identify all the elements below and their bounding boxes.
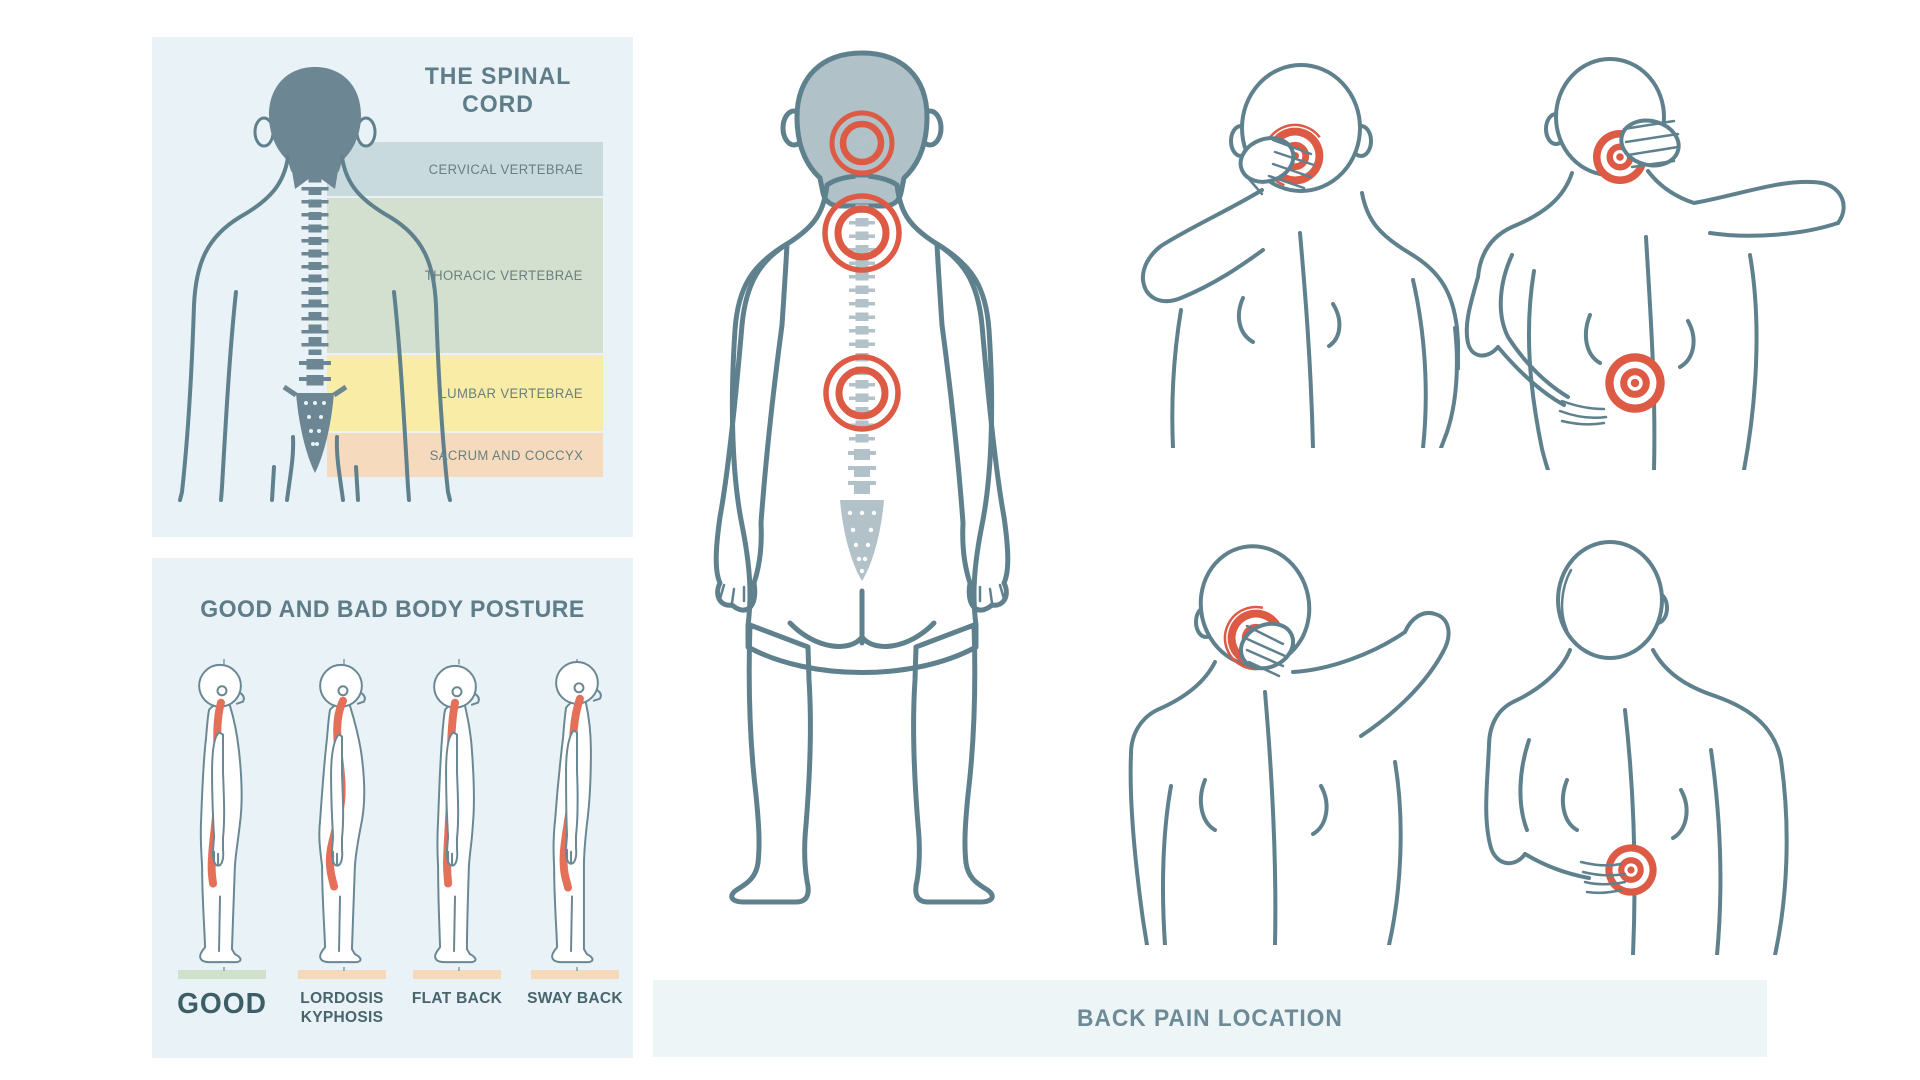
band-sacrum: SACRUM AND COCCYX — [327, 433, 603, 477]
posture-good-icon — [198, 658, 245, 972]
spine-anatomy-figure-icon — [178, 67, 452, 502]
posture-label-lordosis-kyphosis: LORDOSIS KYPHOSIS — [289, 989, 396, 1027]
band-sacrum-label: SACRUM AND COCCYX — [429, 447, 583, 463]
spinal-panel-title: THE SPINAL CORD — [424, 63, 572, 118]
posture-label-good: GOOD — [169, 989, 276, 1019]
ground-bar-lordosis — [298, 970, 386, 979]
posture-label-flat-back: FLAT BACK — [404, 989, 511, 1008]
posture-flat-back-icon — [433, 658, 480, 972]
posture-label-line: KYPHOSIS — [300, 1009, 384, 1026]
posture-label-line: FLAT BACK — [411, 990, 503, 1007]
posture-label-line: LORDOSIS — [300, 990, 384, 1007]
posture-panel: GOOD AND BAD BODY POSTURE GOOD — [152, 558, 633, 1058]
pain-figure-neck-1-icon — [1140, 63, 1460, 448]
band-cervical: CERVICAL VERTEBRAE — [327, 142, 603, 196]
back-pain-caption-bar: BACK PAIN LOCATION — [653, 980, 1767, 1057]
pain-marker-neck — [829, 110, 895, 176]
back-pain-caption: BACK PAIN LOCATION — [1077, 1004, 1343, 1032]
ground-bar-flat-back — [413, 970, 501, 979]
band-thoracic-label: THORACIC VERTEBRAE — [424, 268, 583, 283]
pain-marker-lower-back — [1605, 353, 1665, 413]
band-lumbar: LUMBAR VERTEBRAE — [327, 355, 603, 431]
posture-figure-sway-back: SWAY BACK — [520, 653, 630, 1008]
posture-label-sway-back: SWAY BACK — [522, 989, 629, 1008]
band-cervical-label: CERVICAL VERTEBRAE — [428, 161, 583, 177]
spinal-cord-panel: CERVICAL VERTEBRAE THORACIC VERTEBRAE LU… — [152, 37, 633, 537]
posture-panel-title: GOOD AND BAD BODY POSTURE — [200, 596, 585, 623]
posture-label-line: GOOD — [177, 988, 267, 1020]
pain-marker-lower-back — [823, 354, 901, 432]
pain-figure-neck-lower-back-icon — [1464, 57, 1846, 470]
ground-bar-good — [178, 970, 266, 979]
posture-figure-lordosis-kyphosis: LORDOSIS KYPHOSIS — [287, 653, 397, 1027]
posture-figure-flat-back: FLAT BACK — [402, 653, 512, 1008]
pain-figure-neck-2-icon — [1128, 544, 1451, 945]
back-pain-main-figure-icon — [713, 50, 1011, 905]
posture-sway-back-icon — [551, 658, 602, 972]
posture-lordosis-icon — [318, 658, 366, 972]
ground-bar-sway-back — [531, 970, 619, 979]
posture-figure-good: GOOD — [167, 653, 277, 1019]
pain-figure-lower-back-icon — [1484, 540, 1789, 955]
band-thoracic: THORACIC VERTEBRAE — [327, 198, 603, 353]
pain-marker-lower-back — [1605, 844, 1657, 896]
band-lumbar-label: LUMBAR VERTEBRAE — [439, 385, 584, 401]
posture-label-line: SWAY BACK — [527, 990, 623, 1007]
pain-marker-middle-back — [822, 193, 902, 273]
